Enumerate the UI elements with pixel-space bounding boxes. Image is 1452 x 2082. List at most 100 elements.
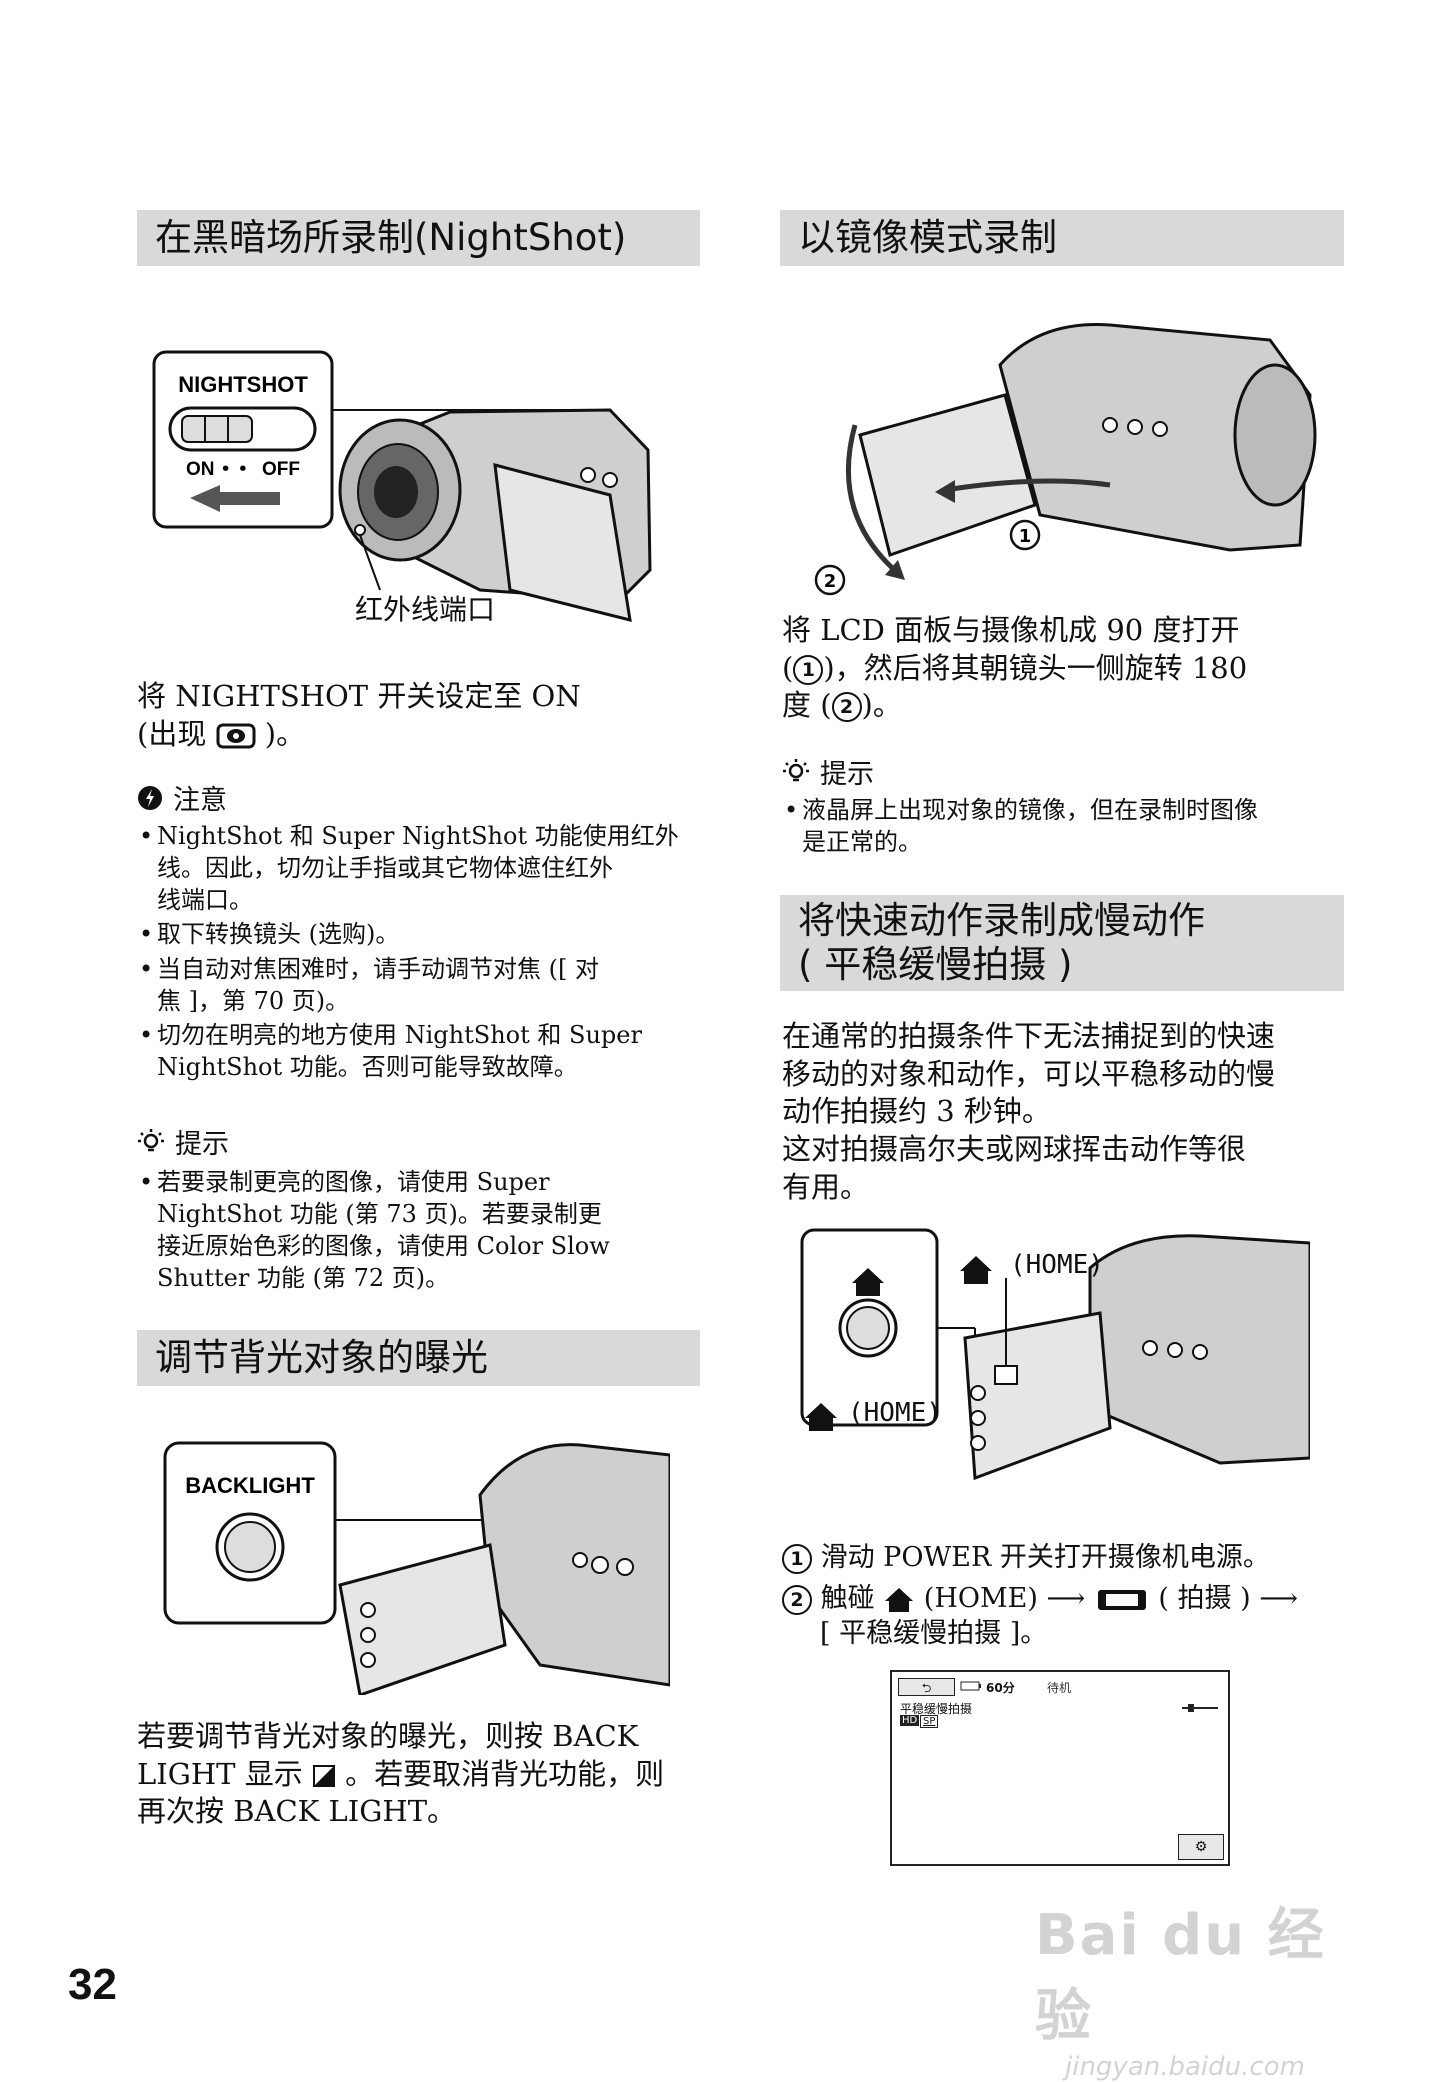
step-line: 2 触碰 (HOME) ⟶ ( 拍摄 ) ⟶ <box>782 1581 1298 1616</box>
step-line: [ 平稳缓慢拍摄 ]。 <box>782 1616 1298 1651</box>
section-heading-nightshot: 在黑暗场所录制(NightShot) <box>137 210 700 266</box>
body-line: (1)，然后将其朝镜头一侧旋转 180 <box>782 650 1248 685</box>
body-line: 有用。 <box>782 1169 870 1204</box>
home-icon <box>805 1403 837 1431</box>
body-line: 若要调节背光对象的曝光，则按 BACK <box>137 1719 639 1753</box>
heading-text: ( 平稳缓慢拍摄 ) <box>798 943 1073 986</box>
heading-text: 在黑暗场所录制(NightShot) <box>155 215 627 259</box>
body-line: 将 NIGHTSHOT 开关设定至 ON <box>137 679 581 713</box>
step-1-mark: 1 <box>1019 526 1032 547</box>
body-fragment: LIGHT 显示 <box>137 1756 303 1791</box>
step-2-mark: 2 <box>824 571 837 592</box>
caution-icon <box>138 785 162 810</box>
arrow-left-icon <box>190 485 280 512</box>
home-label-top: (HOME) <box>1010 1250 1104 1280</box>
backlight-body: 若要调节背光对象的曝光，则按 BACK LIGHT 显示 。若要取消背光功能，则… <box>137 1718 664 1831</box>
touch-home-key <box>994 1365 1018 1385</box>
battery-remaining: 60分 <box>986 1681 1015 1695</box>
infrared-port-caption: 红外线端口 <box>355 593 496 626</box>
slow-record-steps: 1 滑动 POWER 开关打开摄像机电源。 2 触碰 (HOME) ⟶ ( 拍摄… <box>782 1540 1298 1651</box>
svg-text:• •: • • <box>220 458 248 480</box>
body-line: 在通常的拍摄条件下无法捕捉到的快速 <box>782 1019 1276 1053</box>
mode-label: 平稳缓慢拍摄 <box>900 1702 973 1716</box>
body-fragment: )。 <box>264 716 306 751</box>
switch-off-label: OFF <box>262 459 300 480</box>
home-button-figure <box>800 1228 1310 1481</box>
step-2-mark: 2 <box>782 1584 812 1615</box>
caution-title-text: 注意 <box>173 785 227 816</box>
caution-title: 注意 <box>137 778 227 817</box>
backlight-indicator-icon <box>312 1764 335 1787</box>
lcd-panel-rotated <box>858 393 1037 557</box>
remaining-bar-icon <box>1182 1704 1218 1712</box>
hd-badge: HD <box>900 1715 920 1726</box>
nightshot-body: 将 NIGHTSHOT 开关设定至 ON (出现 )。 <box>137 678 581 753</box>
arrow-right-icon: ⟶ <box>1259 1583 1298 1615</box>
heading-text: 将快速动作录制成慢动作 <box>798 898 1205 942</box>
nightshot-camera-figure: NIGHTSHOT ON • • OFF <box>152 350 652 623</box>
rotate-arrow <box>845 424 902 577</box>
tip-title: 提示 <box>137 1122 229 1161</box>
step-text: (HOME) <box>923 1583 1038 1615</box>
home-icon <box>960 1256 992 1284</box>
lightbulb-icon <box>138 1128 164 1151</box>
list-item: NightShot 和 Super NightShot 功能使用红外线。因此，切… <box>137 820 679 916</box>
body-line: 动作拍摄约 3 秒钟。 <box>782 1094 1051 1129</box>
lcd-panel <box>963 1311 1112 1481</box>
caution-list: NightShot 和 Super NightShot 功能使用红外线。因此，切… <box>137 820 679 1085</box>
step-1-mark: 1 <box>782 1543 812 1574</box>
step-text: ( 拍摄 ) <box>1158 1583 1251 1615</box>
nightshot-indicator-icon <box>216 723 256 749</box>
lcd-screen-preview: ⮌ 60分 待机 平稳缓慢拍摄 HD SP ⚙ <box>890 1670 1230 1866</box>
backlight-camera-figure: BACKLIGHT <box>163 1441 670 1695</box>
lightbulb-icon <box>783 758 809 781</box>
tip-title-text: 提示 <box>820 759 874 790</box>
lcd-panel <box>493 462 632 623</box>
heading-text: 以镜像模式录制 <box>798 215 1057 259</box>
mirror-mode-figure: 1 2 <box>814 323 1317 596</box>
body-line: 再次按 BACK LIGHT。 <box>137 1794 457 1829</box>
home-icon <box>852 1268 884 1296</box>
step-text: 触碰 <box>820 1583 875 1615</box>
heading-text: 调节背光对象的曝光 <box>155 1335 488 1379</box>
camera-record-icon <box>1097 1589 1146 1610</box>
section-heading-backlight: 调节背光对象的曝光 <box>137 1330 700 1386</box>
option-button[interactable]: ⚙ <box>1178 1834 1224 1860</box>
standby-status: 待机 <box>1047 1681 1072 1695</box>
home-icon <box>885 1587 914 1612</box>
body-line: (出现 )。 <box>137 716 581 754</box>
step-line: 1 滑动 POWER 开关打开摄像机电源。 <box>782 1540 1298 1575</box>
body-line: 移动的对象和动作，可以平稳移动的慢 <box>782 1056 1276 1091</box>
body-fragment: 。若要取消背光功能，则 <box>345 1756 665 1791</box>
nightshot-switch-label: NIGHTSHOT <box>178 372 308 397</box>
step-text: 滑动 POWER 开关打开摄像机电源。 <box>820 1542 1270 1573</box>
arrow-right-icon: ⟶ <box>1046 1583 1086 1615</box>
body-line: 度 (2)。 <box>782 688 902 723</box>
body-line: 将 LCD 面板与摄像机成 90 度打开 <box>782 613 1240 647</box>
lcd-panel <box>338 1543 507 1695</box>
section-heading-slow-record: 将快速动作录制成慢动作 ( 平稳缓慢拍摄 ) <box>780 895 1344 991</box>
step-1-mark: 1 <box>793 654 824 685</box>
page-number: 32 <box>68 1960 117 2009</box>
body-fragment: (出现 <box>137 716 207 751</box>
back-icon[interactable]: ⮌ <box>898 1678 955 1696</box>
body-line: LIGHT 显示 。若要取消背光功能，则 <box>137 1756 664 1794</box>
step-text: [ 平稳缓慢拍摄 ]。 <box>820 1618 1048 1650</box>
watermark-url: jingyan.baidu.com <box>1065 2052 1305 2082</box>
backlight-label: BACKLIGHT <box>185 1473 315 1498</box>
section-heading-mirror: 以镜像模式录制 <box>780 210 1344 266</box>
open-arrow <box>944 478 1111 493</box>
camera-body <box>998 323 1312 552</box>
slow-record-body: 在通常的拍摄条件下无法捕捉到的快速 移动的对象和动作，可以平稳移动的慢 动作拍摄… <box>782 1018 1275 1206</box>
tip-title-text: 提示 <box>175 1129 229 1160</box>
switch-on-label: ON <box>186 459 215 480</box>
body-line: 这对拍摄高尔夫或网球挥击动作等很 <box>782 1132 1247 1167</box>
mirror-body: 将 LCD 面板与摄像机成 90 度打开 (1)，然后将其朝镜头一侧旋转 180… <box>782 612 1247 725</box>
battery-icon <box>960 1681 981 1691</box>
baidu-watermark: Bai du 经验 jingyan.baidu.com <box>1035 1890 1375 2082</box>
